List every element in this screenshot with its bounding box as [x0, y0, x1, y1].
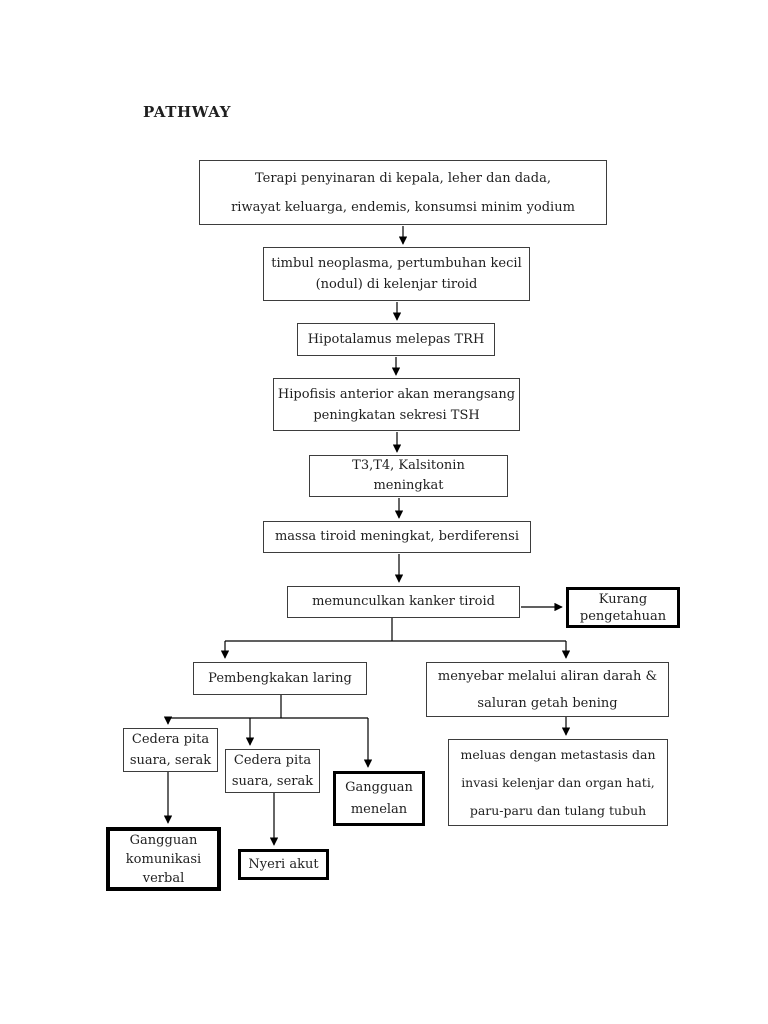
node-diagnosis-kurang-pengetahuan: Kurang pengetahuan	[566, 587, 680, 628]
node-hipotalamus-trh: Hipotalamus melepas TRH	[297, 323, 495, 356]
node-text-line: Kurang	[598, 591, 648, 607]
node-text-line: T3,T4, Kalsitonin	[352, 458, 465, 473]
node-diagnosis-nyeri-akut: Nyeri akut	[238, 849, 329, 880]
node-meluas-metastasis: meluas dengan metastasis dan invasi kele…	[448, 739, 668, 826]
node-text-line: Gangguan	[345, 779, 413, 795]
node-massa-tiroid: massa tiroid meningkat, berdiferensi	[263, 521, 531, 553]
node-text-line: (nodul) di kelenjar tiroid	[315, 277, 478, 292]
page-title: PATHWAY	[143, 103, 232, 121]
node-text-line: riwayat keluarga, endemis, konsumsi mini…	[231, 199, 575, 215]
node-text-line: peningkatan sekresi TSH	[313, 407, 480, 423]
node-text-line: meluas dengan metastasis dan	[460, 746, 656, 762]
node-text-line: Nyeri akut	[248, 856, 319, 872]
node-pembengkakan-laring: Pembengkakan laring	[193, 662, 367, 695]
node-text-line: verbal	[142, 870, 185, 886]
node-text-line: menelan	[350, 801, 408, 817]
node-text-line: saluran getah bening	[477, 695, 618, 711]
node-text-line: Hipotalamus melepas TRH	[307, 331, 485, 347]
node-text-line: suara, serak	[129, 753, 212, 768]
node-text-line: paru-paru dan tulang tubuh	[469, 802, 647, 818]
node-text-line: Cedera pita	[233, 753, 312, 768]
node-t3-t4-kalsitonin: T3,T4, Kalsitonin meningkat	[309, 455, 508, 497]
node-text-line: Cedera pita	[131, 732, 210, 747]
node-text-line: Hipofisis anterior akan merangsang	[277, 386, 516, 402]
node-text-line: Pembengkakan laring	[208, 670, 352, 686]
node-text-line: komunikasi	[125, 851, 202, 867]
node-timbul-neoplasma: timbul neoplasma, pertumbuhan kecil (nod…	[263, 247, 530, 301]
node-text-line: Terapi penyinaran di kepala, leher dan d…	[255, 170, 551, 186]
node-hipofisis-tsh: Hipofisis anterior akan merangsang penin…	[273, 378, 520, 431]
node-text-line: memunculkan kanker tiroid	[312, 594, 495, 609]
node-text-line: suara, serak	[231, 774, 314, 789]
node-diagnosis-gangguan-menelan: Gangguan menelan	[333, 771, 425, 826]
node-diagnosis-gangguan-komunikasi-verbal: Gangguan komunikasi verbal	[106, 827, 221, 891]
node-text-line: timbul neoplasma, pertumbuhan kecil	[271, 256, 522, 271]
node-text-line: meningkat	[373, 478, 444, 493]
node-text-line: Gangguan	[129, 832, 198, 848]
node-text-line: pengetahuan	[579, 608, 667, 624]
node-cedera-pita-suara-left: Cedera pita suara, serak	[123, 728, 218, 772]
node-cedera-pita-suara-mid: Cedera pita suara, serak	[225, 749, 320, 793]
node-menyebar-aliran-darah: menyebar melalui aliran darah & saluran …	[426, 662, 669, 717]
node-text-line: invasi kelenjar dan organ hati,	[461, 774, 655, 790]
node-text-line: menyebar melalui aliran darah &	[437, 668, 658, 684]
node-terapi-penyinaran: Terapi penyinaran di kepala, leher dan d…	[199, 160, 607, 225]
node-kanker-tiroid: memunculkan kanker tiroid	[287, 586, 520, 618]
node-text-line: massa tiroid meningkat, berdiferensi	[274, 529, 520, 544]
